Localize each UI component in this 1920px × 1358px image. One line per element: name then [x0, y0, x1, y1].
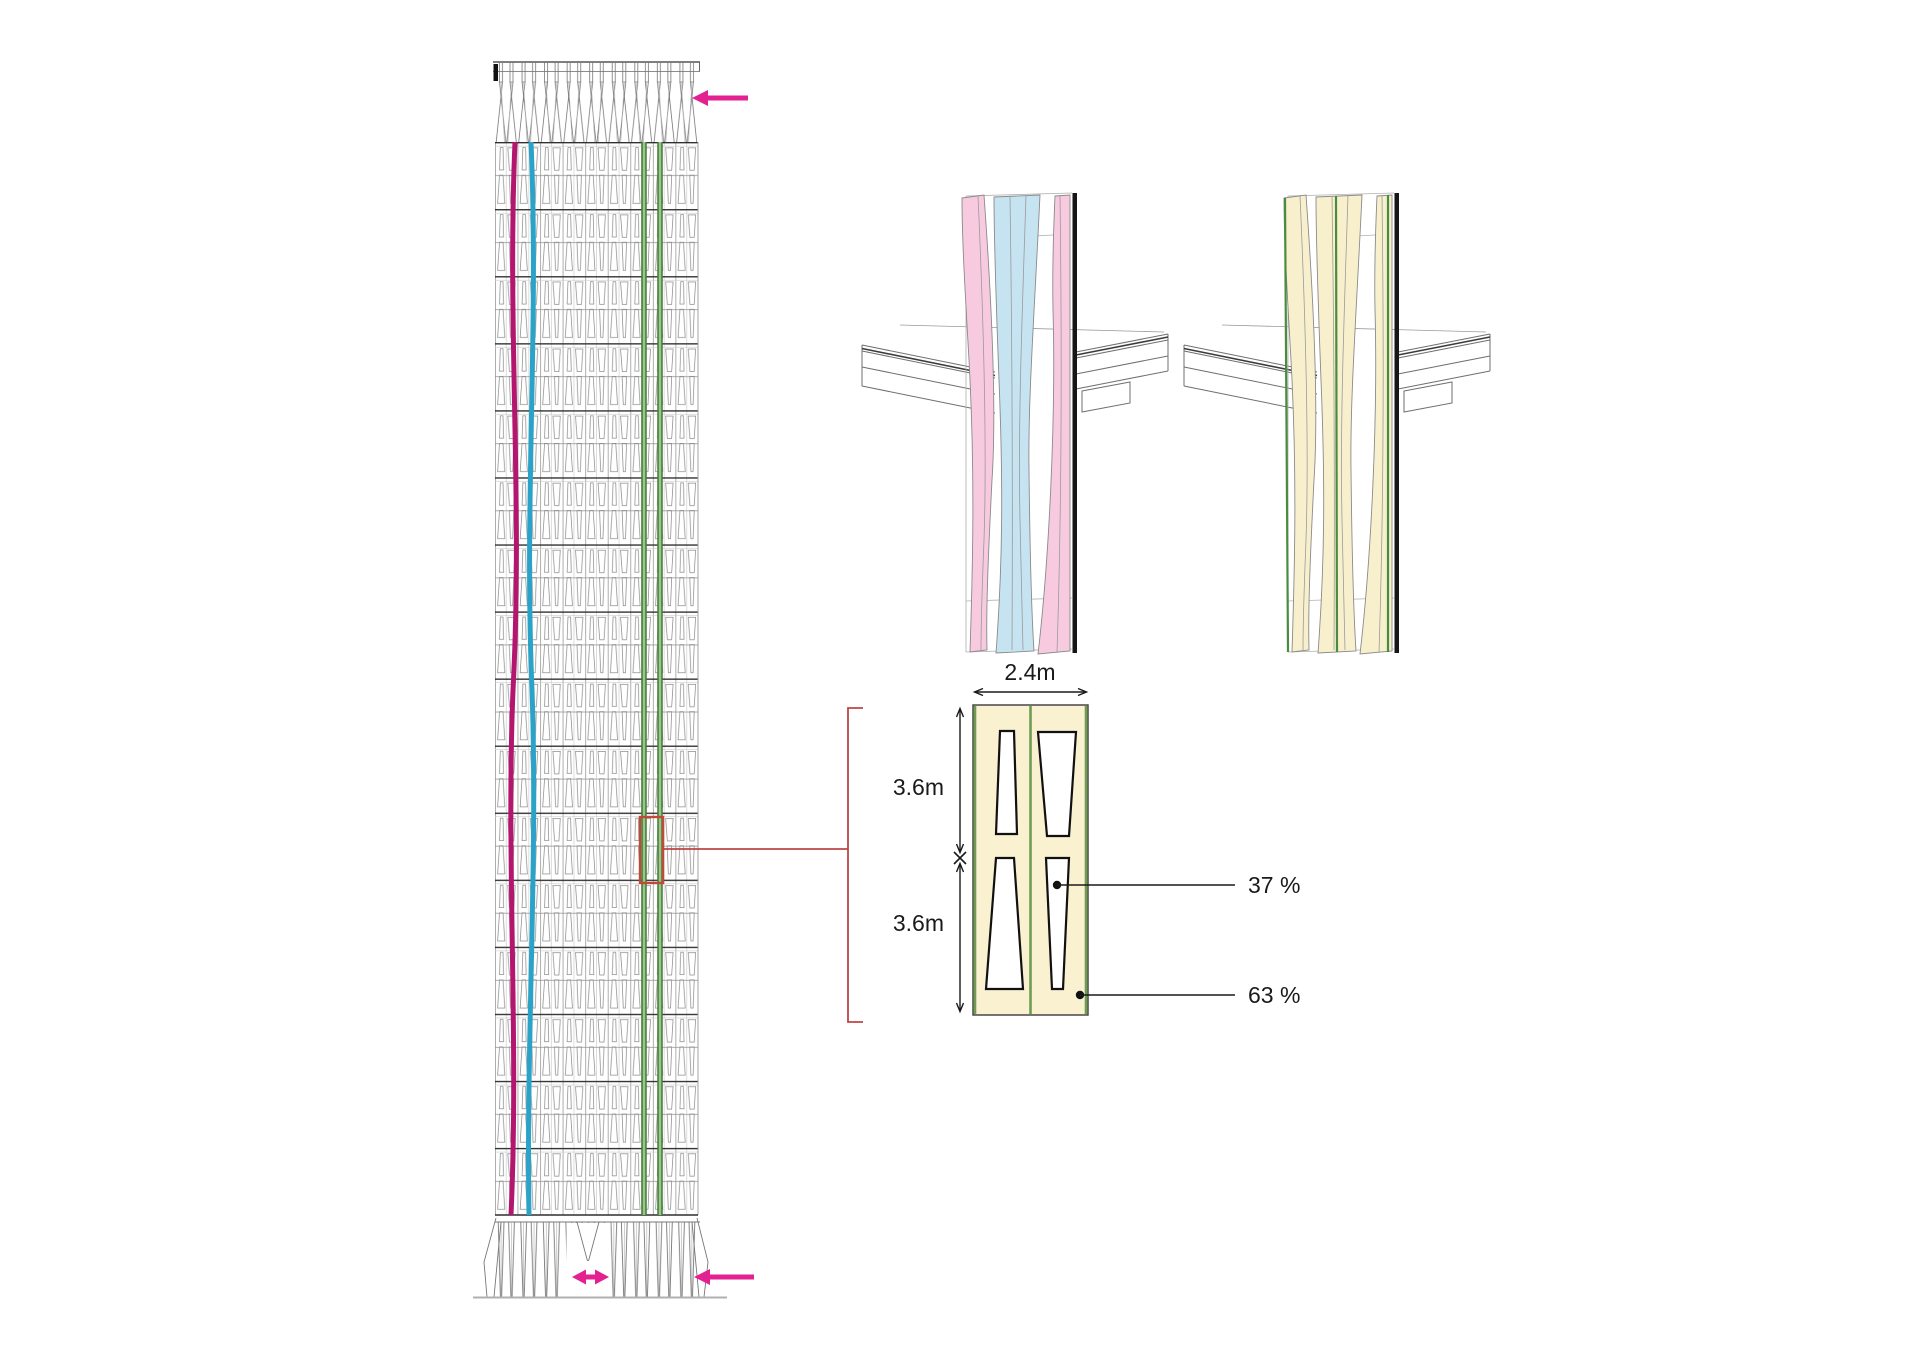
panel-diagram: 2.4m 3.6m 3.6m 37 % 63 %: [893, 659, 1300, 1016]
left-arrow-icon: [694, 1269, 710, 1285]
crown-load-arrow: [692, 90, 748, 106]
green-edge-lines: [1283, 195, 1390, 653]
base-side-arrow: [694, 1269, 754, 1285]
base-width-arrow: [572, 1269, 609, 1285]
panel-lower-height-label: 3.6m: [893, 910, 944, 936]
solid-share-callout: 63 %: [1075, 982, 1300, 1008]
width-dimension: 2.4m: [975, 659, 1086, 692]
tower-crown: [493, 61, 700, 142]
magenta-mullion-path: [508, 141, 519, 1216]
solid-share-label: 63 %: [1248, 982, 1300, 1008]
dimension-break-mark: [953, 851, 967, 865]
opening-share-callout: 37 %: [1052, 872, 1300, 898]
height-dimensions: 3.6m 3.6m: [893, 709, 967, 1011]
left-arrow-icon: [572, 1269, 586, 1285]
tower-elevation: [473, 61, 727, 1299]
tower-base: [473, 1217, 727, 1299]
panel-width-label: 2.4m: [1004, 659, 1055, 685]
tower-lattice: [495, 142, 700, 1223]
opening-share-label: 37 %: [1248, 872, 1300, 898]
panel-upper-height-label: 3.6m: [893, 774, 944, 800]
left-arrow-icon: [692, 90, 708, 106]
panel-openings: [984, 729, 1078, 991]
callout-bracket: [663, 707, 863, 1023]
detail-view-pink-blue: [861, 192, 1169, 655]
right-arrow-icon: [595, 1269, 609, 1285]
green-mullion-pair: [641, 142, 663, 1215]
cyan-mullion-path: [526, 141, 537, 1216]
detail-view-cream-green: [1183, 192, 1491, 655]
module-highlight-box: [638, 815, 665, 885]
